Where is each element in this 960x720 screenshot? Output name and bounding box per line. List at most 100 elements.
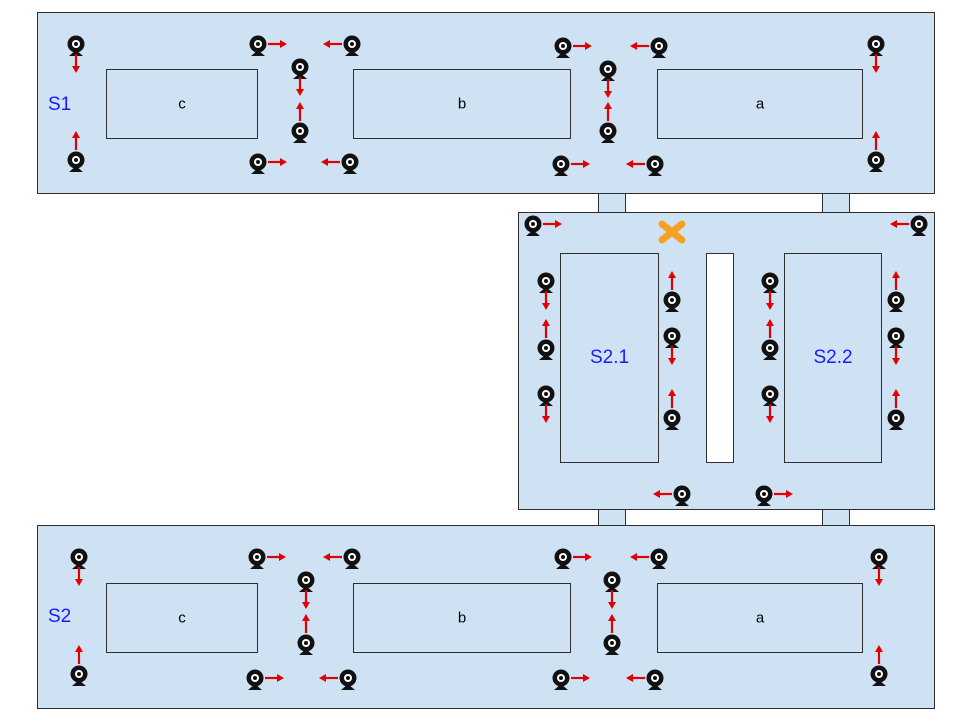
s1-box-a: a: [657, 69, 863, 139]
security-camera-icon: [291, 58, 309, 79]
security-camera-icon: [761, 339, 779, 360]
direction-arrow-icon: [766, 291, 774, 310]
direction-arrow-icon: [319, 674, 338, 682]
security-camera-icon: [537, 272, 555, 293]
connector-s1-middle-left: [598, 192, 626, 214]
security-camera-icon: [249, 153, 267, 174]
security-camera-icon: [646, 155, 664, 176]
security-camera-icon: [646, 669, 664, 690]
direction-arrow-icon: [668, 346, 676, 365]
direction-arrow-icon: [268, 40, 287, 48]
direction-arrow-icon: [75, 645, 83, 664]
direction-arrow-icon: [890, 220, 909, 228]
security-camera-icon: [887, 409, 905, 430]
direction-arrow-icon: [268, 158, 287, 166]
security-camera-icon: [910, 215, 928, 236]
direction-arrow-icon: [542, 319, 550, 338]
direction-arrow-icon: [542, 404, 550, 423]
security-camera-icon: [663, 409, 681, 430]
s1-box-b-label: b: [457, 95, 467, 113]
direction-arrow-icon: [321, 158, 340, 166]
direction-arrow-icon: [875, 645, 883, 664]
security-camera-icon: [761, 272, 779, 293]
s1-box-c-label: c: [178, 95, 186, 113]
security-camera-icon: [663, 291, 681, 312]
security-camera-icon: [297, 571, 315, 592]
security-camera-icon: [524, 215, 542, 236]
security-camera-icon: [870, 548, 888, 569]
direction-arrow-icon: [573, 42, 592, 50]
direction-arrow-icon: [892, 346, 900, 365]
direction-arrow-icon: [630, 553, 649, 561]
direction-arrow-icon: [872, 131, 880, 150]
s1-box-a-label: a: [755, 95, 765, 113]
s2-box-c: c: [106, 583, 258, 653]
security-camera-icon: [67, 35, 85, 56]
direction-arrow-icon: [302, 614, 310, 633]
security-camera-icon: [761, 385, 779, 406]
security-camera-icon: [343, 548, 361, 569]
middle-box-s2-1: S2.1: [560, 253, 659, 463]
middle-box-s2-1-label: S2.1: [589, 347, 630, 368]
direction-arrow-icon: [608, 590, 616, 609]
middle-box-s2-2: S2.2: [784, 253, 882, 463]
direction-arrow-icon: [872, 54, 880, 73]
s2-box-c-label: c: [178, 609, 186, 627]
security-camera-icon: [341, 153, 359, 174]
connector-middle-s2-right: [822, 508, 850, 527]
direction-arrow-icon: [608, 614, 616, 633]
security-camera-icon: [70, 665, 88, 686]
security-camera-icon: [249, 35, 267, 56]
direction-arrow-icon: [892, 271, 900, 290]
security-camera-icon: [554, 548, 572, 569]
middle-divider-box: [706, 253, 734, 463]
direction-arrow-icon: [302, 590, 310, 609]
s1-box-b: b: [353, 69, 571, 139]
security-camera-icon: [552, 669, 570, 690]
security-camera-icon: [599, 60, 617, 81]
s2-box-a: a: [657, 583, 863, 653]
direction-arrow-icon: [604, 79, 612, 98]
security-camera-icon: [537, 385, 555, 406]
direction-arrow-icon: [323, 553, 342, 561]
security-camera-icon: [67, 151, 85, 172]
direction-arrow-icon: [571, 674, 590, 682]
security-camera-icon: [870, 665, 888, 686]
security-camera-icon: [246, 669, 264, 690]
direction-arrow-icon: [653, 490, 672, 498]
s1-box-c: c: [106, 69, 258, 139]
direction-arrow-icon: [571, 160, 590, 168]
security-camera-icon: [339, 669, 357, 690]
security-camera-icon: [887, 327, 905, 348]
security-camera-icon: [343, 35, 361, 56]
direction-arrow-icon: [542, 291, 550, 310]
security-camera-icon: [599, 122, 617, 143]
direction-arrow-icon: [75, 567, 83, 586]
s2-box-b: b: [353, 583, 571, 653]
direction-arrow-icon: [267, 553, 286, 561]
direction-arrow-icon: [626, 160, 645, 168]
direction-arrow-icon: [265, 674, 284, 682]
x-marker-icon: [658, 220, 686, 244]
security-camera-icon: [248, 548, 266, 569]
direction-arrow-icon: [323, 40, 342, 48]
direction-arrow-icon: [892, 389, 900, 408]
direction-arrow-icon: [766, 319, 774, 338]
zone-s1-label: S1: [48, 94, 72, 115]
security-camera-icon: [603, 634, 621, 655]
security-camera-icon: [70, 548, 88, 569]
s2-box-a-label: a: [755, 609, 765, 627]
direction-arrow-icon: [668, 389, 676, 408]
direction-arrow-icon: [72, 131, 80, 150]
security-camera-icon: [663, 327, 681, 348]
security-camera-icon: [297, 634, 315, 655]
connector-middle-s2-left: [598, 508, 626, 527]
security-camera-icon: [603, 571, 621, 592]
security-camera-icon: [673, 485, 691, 506]
s2-box-b-label: b: [457, 609, 467, 627]
connector-s1-middle-right: [822, 192, 850, 214]
security-camera-icon: [867, 151, 885, 172]
direction-arrow-icon: [668, 271, 676, 290]
direction-arrow-icon: [626, 674, 645, 682]
